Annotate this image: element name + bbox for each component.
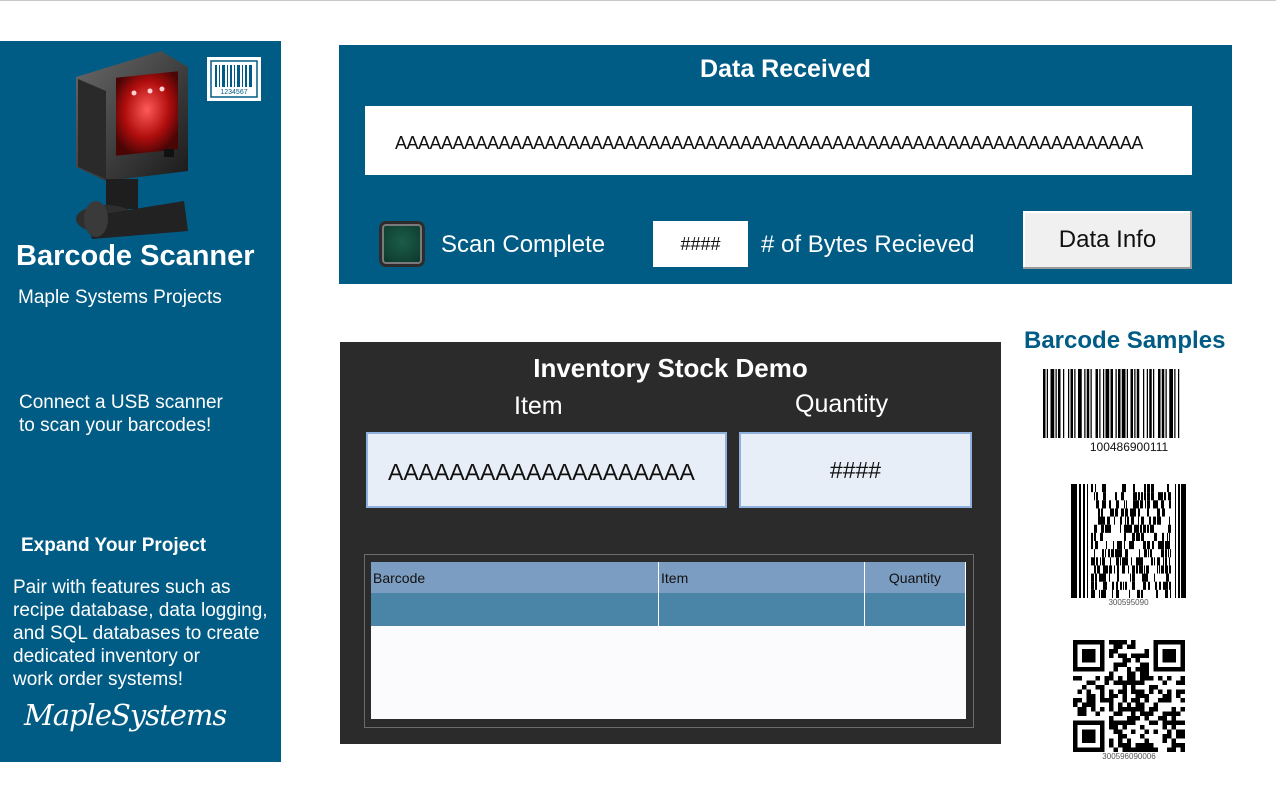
scan-complete-indicator xyxy=(379,221,425,267)
pdf417-barcode-number: 300595090 xyxy=(1108,598,1149,607)
app-subtitle: Maple Systems Projects xyxy=(18,287,222,308)
inventory-table[interactable]: Barcode Item Quantity xyxy=(371,562,966,719)
bytes-received-label: # of Bytes Recieved xyxy=(761,231,975,258)
quantity-label: Quantity xyxy=(795,390,889,418)
barcode-samples-title: Barcode Samples xyxy=(1024,327,1226,354)
data-received-value: AAAAAAAAAAAAAAAAAAAAAAAAAAAAAAAAAAAAAAAA… xyxy=(395,133,1143,153)
item-input[interactable]: AAAAAAAAAAAAAAAAAAAA xyxy=(366,432,727,508)
mini-barcode-number: 1234567 xyxy=(220,89,247,96)
inventory-panel: Inventory Stock Demo Item Quantity AAAAA… xyxy=(340,342,1001,744)
data-received-panel: Data Received AAAAAAAAAAAAAAAAAAAAAAAAAA… xyxy=(339,45,1232,284)
table-row[interactable] xyxy=(371,593,966,626)
data-received-title: Data Received xyxy=(700,55,871,83)
column-header-quantity[interactable]: Quantity xyxy=(864,562,966,593)
qr-code-number: 300596090006 xyxy=(1102,752,1156,761)
table-cell xyxy=(371,593,659,626)
quantity-input[interactable]: #### xyxy=(739,432,972,508)
connect-line-2: to scan your barcodes! xyxy=(19,415,212,436)
table-cell xyxy=(658,593,865,626)
table-header-row: Barcode Item Quantity xyxy=(371,562,966,593)
top-divider xyxy=(0,0,1276,1)
column-header-barcode[interactable]: Barcode xyxy=(371,562,659,593)
sidebar: 1234567 Barcode Scanner Maple Systems Pr… xyxy=(0,41,281,762)
inventory-title: Inventory Stock Demo xyxy=(533,353,808,383)
qr-code-sample xyxy=(1073,640,1185,752)
maple-systems-logo: MapleSystems xyxy=(10,694,265,754)
data-info-button[interactable]: Data Info xyxy=(1023,211,1192,269)
data-received-field: AAAAAAAAAAAAAAAAAAAAAAAAAAAAAAAAAAAAAAAA… xyxy=(365,106,1192,175)
barcode-icon: 1234567 xyxy=(207,57,261,101)
connect-line-1: Connect a USB scanner xyxy=(19,392,223,413)
pair-line: recipe database, data logging, xyxy=(13,600,268,621)
expand-heading: Expand Your Project xyxy=(21,535,207,556)
connect-instructions: Connect a USB scanner to scan your barco… xyxy=(19,391,223,437)
bytes-received-display: #### xyxy=(653,221,748,267)
item-label: Item xyxy=(514,392,563,420)
pair-line: dedicated inventory or xyxy=(13,646,200,667)
scan-complete-label: Scan Complete xyxy=(441,231,606,258)
linear-barcode-sample xyxy=(1043,369,1180,438)
table-cell xyxy=(864,593,966,626)
column-header-item[interactable]: Item xyxy=(658,562,865,593)
expand-description: Pair with features such as recipe databa… xyxy=(13,576,268,691)
linear-barcode-number: 100486900111 xyxy=(1089,440,1169,454)
pdf417-barcode-sample xyxy=(1071,484,1186,598)
logo-text: MapleSystems xyxy=(24,698,227,732)
app-title: Barcode Scanner xyxy=(16,240,255,272)
pair-line: Pair with features such as xyxy=(13,577,231,598)
inventory-table-frame: Barcode Item Quantity xyxy=(364,554,974,728)
barcode-scanner-icon xyxy=(76,51,188,239)
item-value: AAAAAAAAAAAAAAAAAAAA xyxy=(388,459,695,485)
pair-line: work order systems! xyxy=(13,669,183,690)
pair-line: and SQL databases to create xyxy=(13,623,260,644)
